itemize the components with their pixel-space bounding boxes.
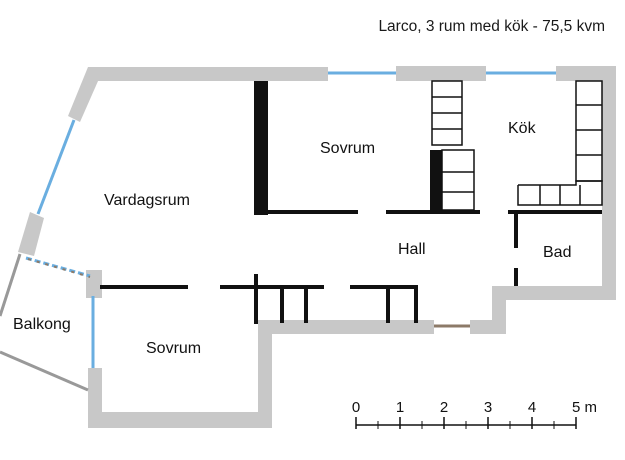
balcony [0,253,89,392]
scale-label-2: 2 [440,399,448,416]
room-label-bad: Bad [543,244,571,261]
partition-bath-left-lower [514,268,518,286]
wall-hall-bottom-right [470,320,506,334]
window-balcony-door [25,256,91,278]
scale-label-3: 3 [484,399,492,416]
partition-bedroom-top-left [254,81,268,215]
partition-kitchen-bottom [508,210,602,214]
room-label-sovrum-top: Sovrum [320,140,375,157]
scale-label-4: 4 [528,399,536,416]
partitions [100,81,602,324]
partition-hall-closet-right [414,285,418,323]
wall-hall-bottom [258,320,434,334]
window-left-diag [36,119,76,215]
balcony-rail-bottom [0,350,89,392]
partition-bedroom-bottom-2 [220,285,324,289]
plan-title: Larco, 3 rum med kök - 75,5 kvm [378,18,605,35]
partition-closet [430,150,442,212]
windows [25,71,556,368]
wall-bedroom-bottom [88,412,272,428]
room-label-balkong: Balkong [13,316,71,333]
partition-hall-closet-divider [386,285,390,323]
room-label-vardagsrum: Vardagsrum [104,192,190,209]
kitchen-counter-bottom [517,180,603,206]
partition-bath-left-upper [514,210,518,248]
wall-diag-top [68,67,102,122]
scale-ticks: 0 1 2 3 4 5 m [352,399,597,429]
partition-closet-mid [280,285,284,323]
partition-closet-left [254,274,258,324]
wall-top-left [88,67,328,81]
outer-walls [18,66,616,428]
partition-bedroom-top-bottom-1 [254,210,358,214]
scale-bar: 0 1 2 3 4 5 m [352,399,597,429]
kitchen-counter-right [575,80,603,182]
wall-bedroom-left-lower [88,368,102,428]
balcony-rail-left [0,253,22,317]
room-label-sovrum-bottom: Sovrum [146,340,201,357]
wall-top-right [556,66,616,81]
wall-bedroom-right [258,320,272,428]
partition-hall-closet-top [350,285,418,289]
kitchen-fridge [441,149,475,211]
scale-label-0: 0 [352,399,360,416]
room-label-kok: Kök [508,120,537,137]
wall-right [602,66,616,300]
partition-closet-right [304,285,308,323]
wall-bath-bottom [492,286,616,300]
kitchen-fittings [431,80,603,211]
partition-bedroom-bottom-1 [100,285,188,289]
wall-top-middle [396,66,486,81]
room-label-hall: Hall [398,241,426,258]
scale-label-5: 5 m [572,399,597,416]
scale-label-1: 1 [396,399,404,416]
balcony-door-frame [27,258,91,278]
wall-diag-lower [18,212,44,256]
